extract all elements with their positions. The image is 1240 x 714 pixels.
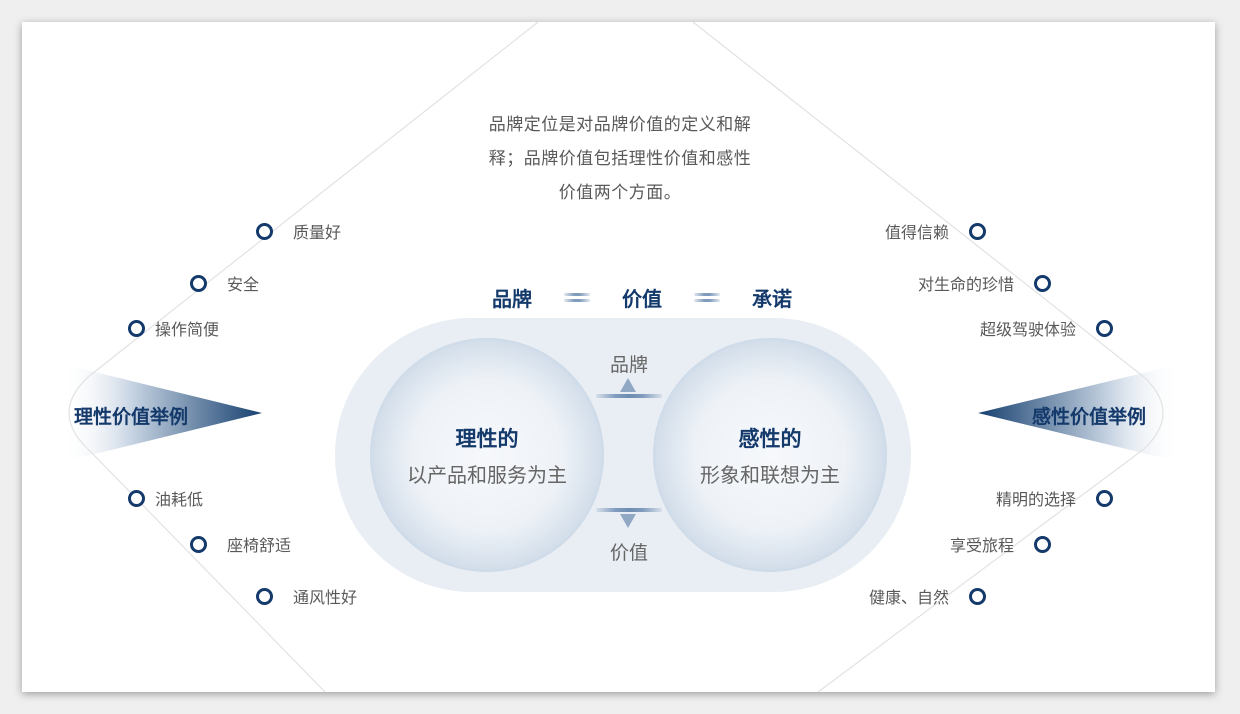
- right-wedge-shape: [978, 364, 1180, 462]
- ring-marker-icon: [256, 222, 273, 240]
- emotional-title: 感性的: [738, 426, 802, 451]
- rational-item: 质量好: [256, 220, 341, 242]
- rational-item: 通风性好: [256, 585, 357, 607]
- ring-marker-icon: [190, 535, 207, 553]
- ring-marker-icon: [1096, 319, 1113, 337]
- triangle-up-icon: [620, 378, 636, 392]
- center-bottom-label: 价值: [609, 542, 648, 564]
- emotional-subtitle: 形象和联想为主: [700, 462, 840, 487]
- rational-item: 安全: [190, 272, 259, 294]
- rational-subtitle: 以产品和服务为主: [407, 462, 567, 487]
- ring-marker-icon: [256, 587, 273, 605]
- rational-examples-title: 理性价值举例: [74, 406, 189, 428]
- ring-marker-icon: [1034, 274, 1051, 292]
- ring-marker-icon: [969, 587, 986, 605]
- rational-item: 操作简便: [128, 317, 219, 339]
- intro-line: 释；品牌价值包括理性价值和感性: [488, 149, 752, 169]
- rational-item: 油耗低: [128, 487, 203, 509]
- ring-marker-icon: [969, 222, 986, 240]
- slide-panel: 品牌定位是对品牌价值的定义和解 释；品牌价值包括理性价值和感性 价值两个方面。 …: [22, 22, 1215, 692]
- intro-line: 品牌定位是对品牌价值的定义和解: [488, 115, 752, 135]
- equals-icon: [564, 292, 590, 302]
- emotional-examples-title: 感性价值举例: [1032, 406, 1147, 428]
- rational-item: 座椅舒适: [190, 533, 291, 555]
- intro-line: 价值两个方面。: [558, 183, 682, 203]
- ring-marker-icon: [1034, 535, 1051, 553]
- equation-term-value: 价值: [622, 286, 662, 311]
- emotional-item: 享受旅程: [950, 533, 1051, 555]
- emotional-item: 超级驾驶体验: [980, 317, 1113, 339]
- ring-marker-icon: [128, 489, 145, 507]
- ring-marker-icon: [128, 319, 145, 337]
- emotional-sphere: 感性的 形象和联想为主: [653, 338, 887, 572]
- triangle-down-icon: [620, 514, 636, 528]
- emotional-item: 精明的选择: [996, 487, 1113, 509]
- top-divider-bar: [596, 394, 662, 398]
- equation-term-promise: 承诺: [752, 286, 792, 311]
- rational-title: 理性的: [455, 426, 519, 451]
- left-wedge-shape: [62, 364, 262, 462]
- decorative-outline: [62, 22, 1180, 692]
- center-top-label: 品牌: [609, 354, 648, 376]
- emotional-item: 对生命的珍惜: [918, 272, 1051, 294]
- rational-sphere: 理性的 以产品和服务为主: [370, 338, 604, 572]
- emotional-item: 健康、自然: [869, 585, 986, 607]
- bottom-divider-bar: [596, 508, 662, 512]
- equation-term-brand: 品牌: [492, 286, 532, 311]
- ring-marker-icon: [190, 274, 207, 292]
- intro-paragraph: 品牌定位是对品牌价值的定义和解 释；品牌价值包括理性价值和感性 价值两个方面。: [460, 108, 780, 210]
- brand-equation: 品牌 价值 承诺: [492, 280, 792, 314]
- emotional-item: 值得信赖: [885, 220, 986, 242]
- ring-marker-icon: [1096, 489, 1113, 507]
- equals-icon: [694, 292, 720, 302]
